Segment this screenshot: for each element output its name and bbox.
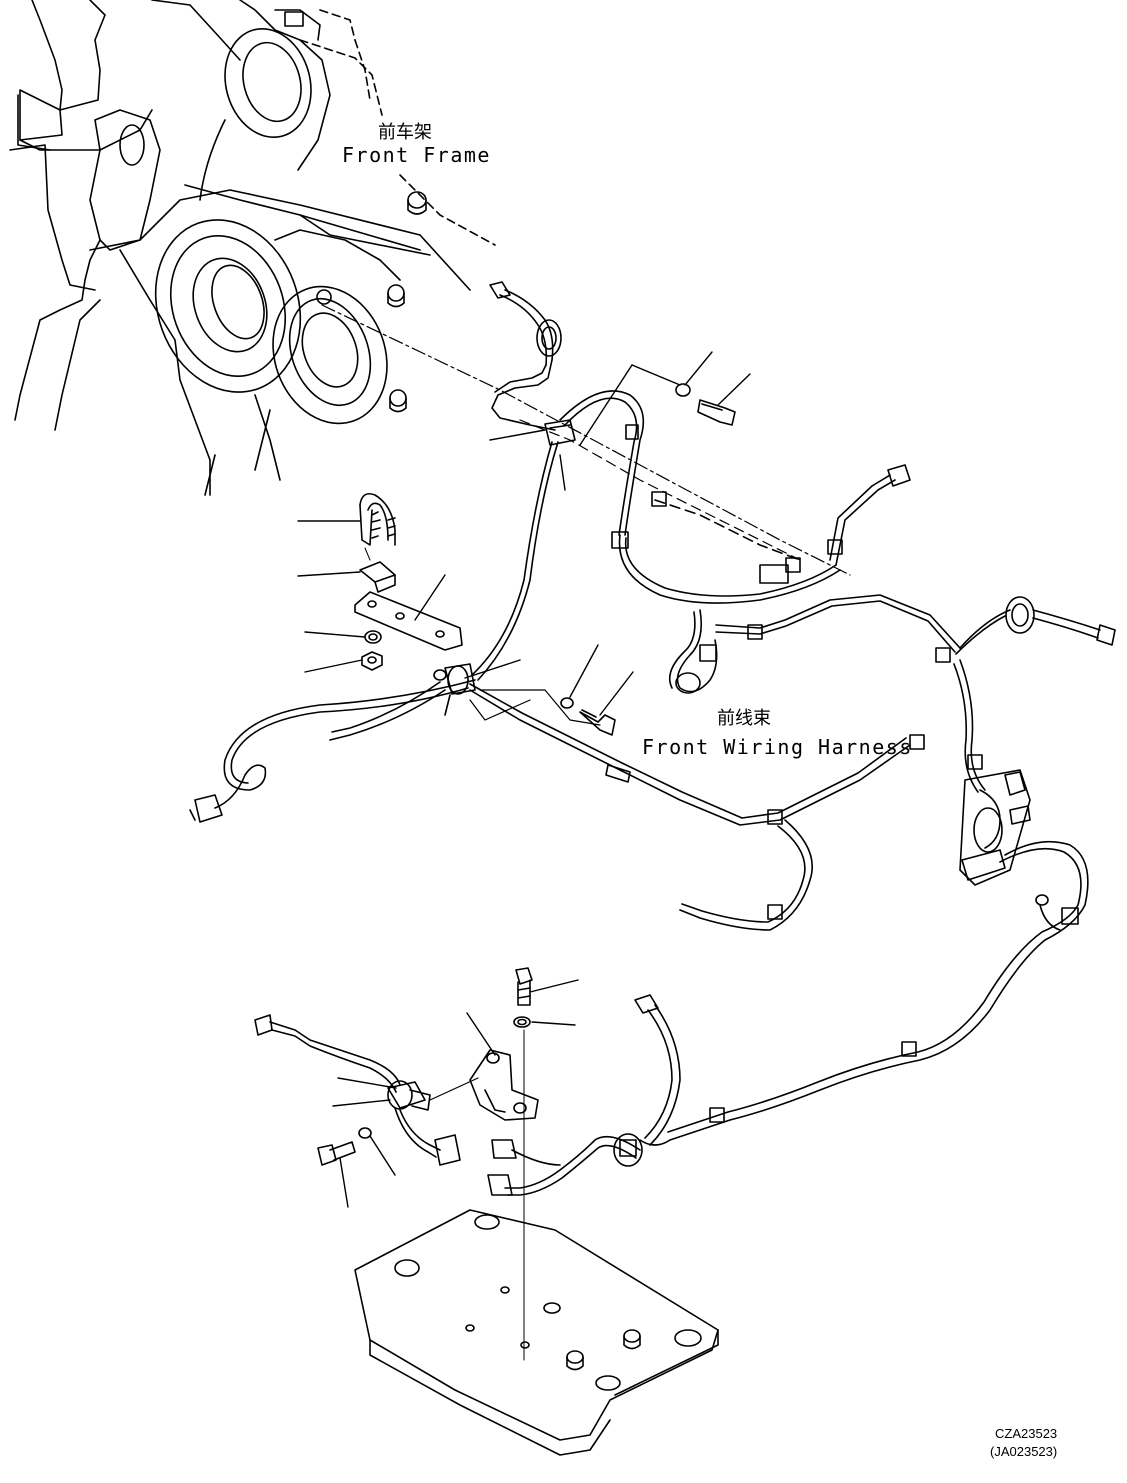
left-parts-drawing bbox=[190, 494, 475, 822]
front-frame-label-en: Front Frame bbox=[342, 143, 491, 167]
callout-leaders bbox=[298, 352, 750, 1207]
drawing-code: CZA23523 bbox=[995, 1426, 1058, 1441]
middle-harness-drawing bbox=[470, 384, 924, 930]
front-harness-label-en: Front Wiring Harness bbox=[642, 735, 913, 759]
base-plate-drawing bbox=[355, 1210, 718, 1455]
lower-harness-drawing bbox=[255, 842, 1088, 1360]
front-frame-drawing bbox=[10, 0, 495, 495]
drawing-code-alt: (JA023523) bbox=[990, 1444, 1058, 1459]
upper-harness-drawing bbox=[322, 282, 1115, 885]
front-frame-label-cn: 前车架 bbox=[378, 122, 432, 143]
front-harness-label-cn: 前线束 bbox=[717, 708, 771, 729]
